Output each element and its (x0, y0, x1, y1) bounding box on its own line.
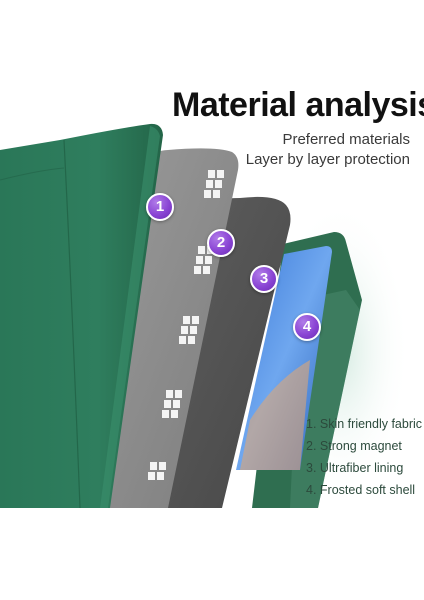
feature-item-3: 3. Ultrafiber lining (306, 461, 404, 475)
page-title: Material analysis (172, 86, 424, 124)
subtitle-layer-protection: Layer by layer protection (245, 151, 410, 168)
feature-item-1: 1. Skin friendly fabric (306, 417, 423, 431)
cover-fold-line (63, 139, 81, 509)
subtitle-preferred-materials: Preferred materials (282, 131, 410, 148)
feature-list: 1. Skin friendly fabric 2. Strong magnet… (306, 416, 422, 504)
magnet-blocks (148, 170, 224, 480)
skin-friendly-fabric-cover (0, 123, 163, 508)
magnet-layer (100, 148, 239, 508)
layer-badge-2: 2 (207, 229, 235, 257)
screen-wallpaper-accent (240, 360, 310, 470)
magnet-block-icon (162, 390, 182, 418)
layer-badge-3: 3 (250, 265, 278, 293)
layer-badge-1: 1 (146, 193, 174, 221)
feature-item-2: 2. Strong magnet (306, 439, 402, 453)
magnet-block-icon (179, 316, 199, 344)
cover-edge-highlight (100, 126, 160, 508)
feature-item-4: 4. Frosted soft shell (306, 483, 416, 497)
magnet-block-icon (148, 462, 166, 480)
cover-fold-line (0, 167, 65, 181)
magnet-block-icon (204, 170, 224, 198)
layer-badge-4: 4 (293, 313, 321, 341)
